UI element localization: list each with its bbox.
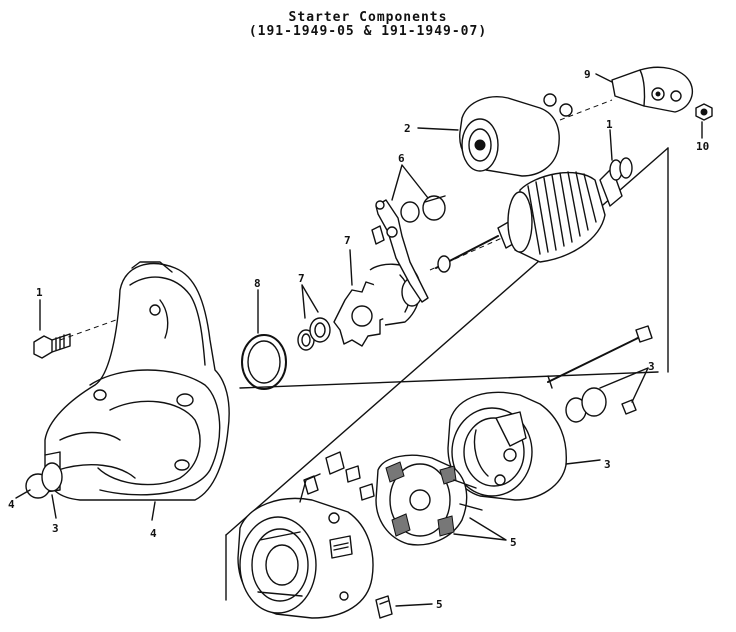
bolt-icon (33, 333, 71, 359)
callout-brush-clip: 5 (436, 598, 443, 611)
callout-leader (565, 459, 601, 465)
end-frame-icon (447, 391, 567, 501)
callout-leader (595, 73, 613, 83)
callout-armature: 1 (606, 118, 613, 131)
field-frame-icon (237, 473, 374, 619)
callout-leader (609, 129, 613, 161)
callout-nose-bottom: 4 (8, 498, 15, 511)
snap-ring-icon (297, 317, 331, 351)
thrust-washer-icon (241, 334, 287, 390)
brush-holder-icon (375, 454, 483, 546)
callout-leader (15, 489, 31, 499)
callout-solenoid: 2 (404, 122, 411, 135)
callout-leader (417, 127, 459, 131)
diagram-title: Starter Components (288, 10, 448, 25)
callout-leader (151, 501, 156, 521)
callout-nose-cap: 3 (52, 522, 59, 535)
callout-nut: 10 (696, 140, 709, 153)
boot-icon (611, 66, 693, 113)
through-bolt-icon (547, 325, 653, 423)
callout-thrust-washer: 8 (254, 277, 261, 290)
brush-spring-icon (303, 451, 375, 501)
callout-drive-housing: 4 (150, 527, 157, 540)
drive-pinion-icon (333, 263, 423, 347)
diagram-subtitle: (191-1949-05 & 191-1949-07) (248, 24, 488, 39)
callout-through-bolt: 3 (648, 360, 655, 373)
shift-lever-icon (371, 195, 446, 303)
callout-leader (51, 494, 57, 519)
callout-brush-holder: 5 (510, 536, 517, 549)
callout-boot: 9 (584, 68, 591, 81)
drive-housing-icon (25, 261, 230, 501)
callout-leader (453, 517, 507, 541)
brush-clip-icon (375, 595, 393, 619)
solenoid-icon (459, 93, 613, 177)
nut-icon (695, 103, 713, 121)
callout-leader (391, 164, 429, 201)
callout-bolt-left: 1 (36, 286, 43, 299)
callout-end-frame: 3 (604, 458, 611, 471)
callout-leader (395, 603, 433, 607)
callout-leader (349, 249, 353, 286)
armature-icon (435, 157, 633, 273)
callout-shift-lever: 6 (398, 152, 405, 165)
callout-leader (301, 284, 319, 319)
callout-snap-ring: 7 (298, 272, 305, 285)
callout-leader (599, 367, 649, 403)
callout-drive-pinion: 7 (344, 234, 351, 247)
